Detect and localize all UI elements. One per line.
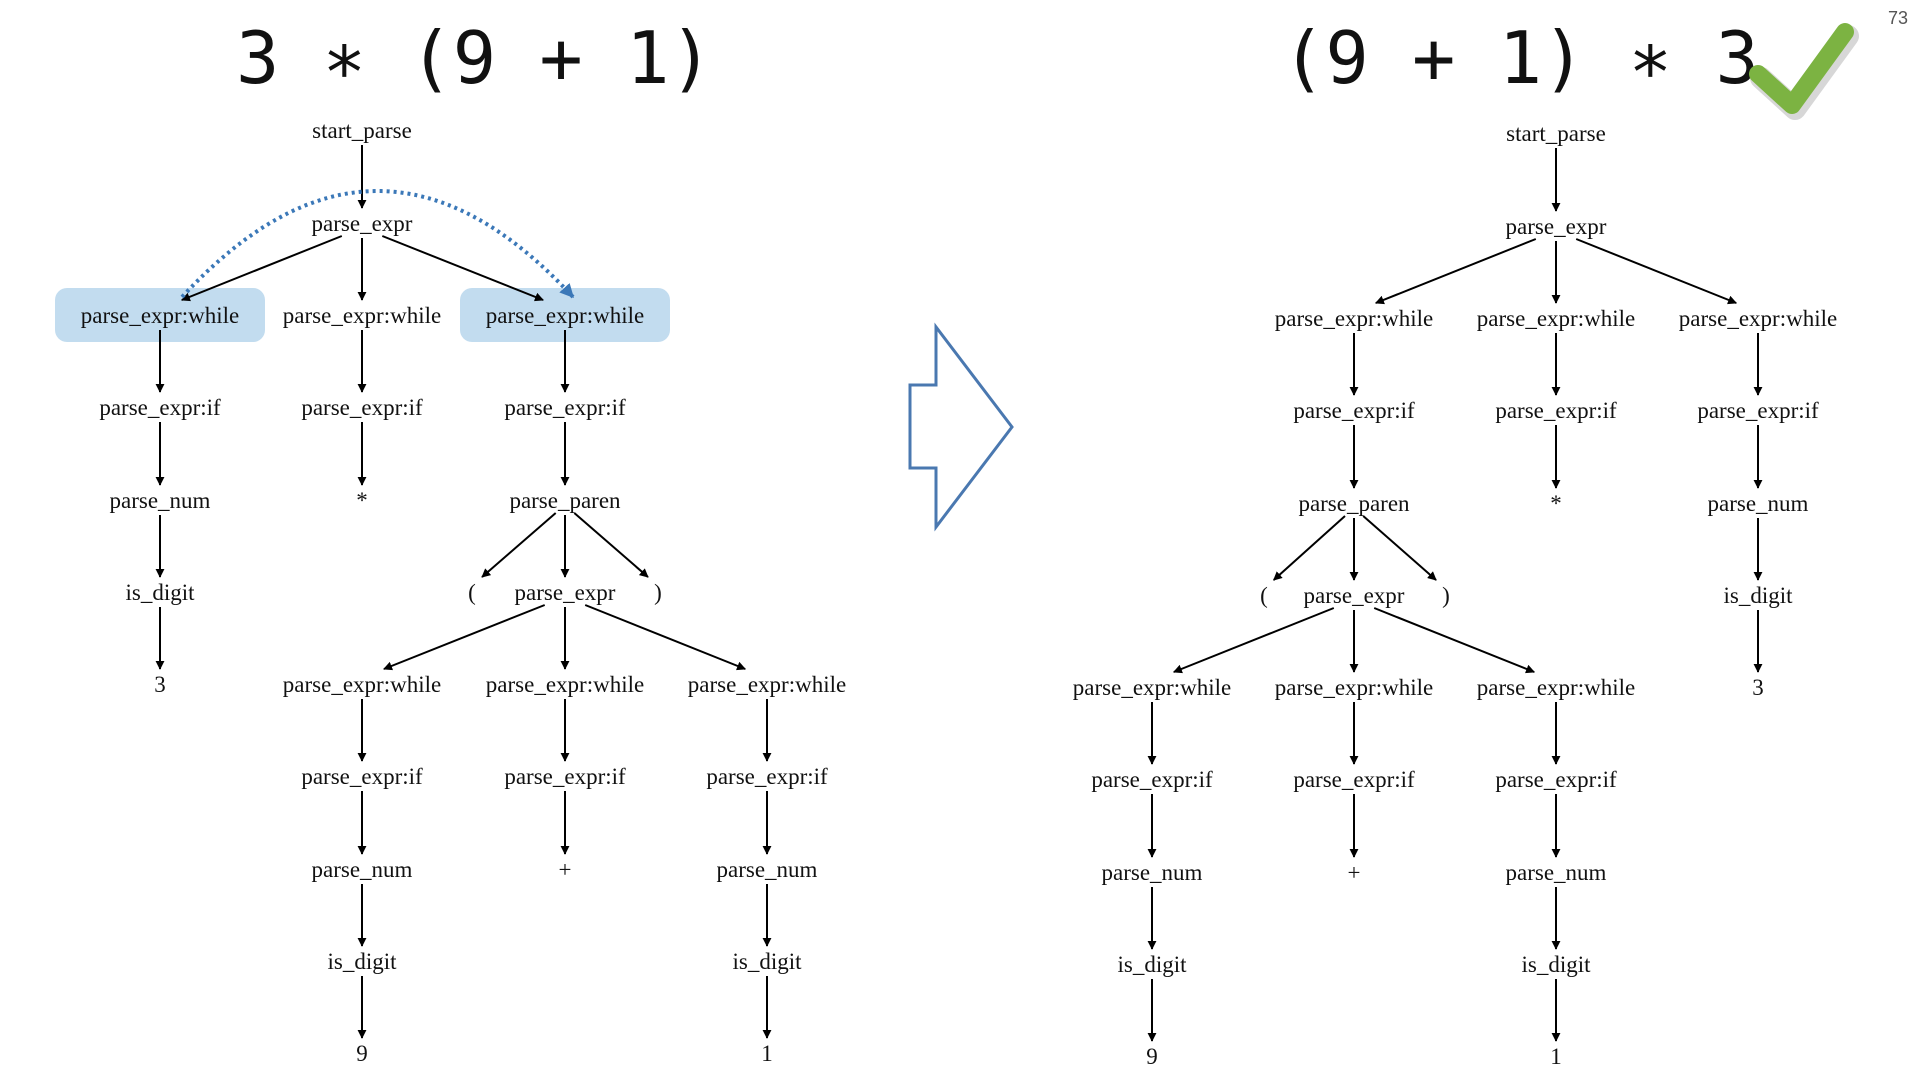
- tree-node-r25: +: [1348, 860, 1361, 885]
- tree-node-r11: *: [1550, 491, 1562, 516]
- tree-node-r18: parse_expr:while: [1275, 675, 1433, 700]
- tree-node-r17: parse_expr:while: [1073, 675, 1231, 700]
- tree-node-l12: parse_paren: [509, 488, 621, 513]
- swap-layer: [180, 189, 575, 299]
- tree-node-r10: parse_paren: [1298, 491, 1410, 516]
- tree-node-l28: is_digit: [732, 949, 802, 974]
- tree-node-r30: 1: [1550, 1044, 1562, 1069]
- tree-edge: [180, 235, 343, 302]
- tree-node-l15: parse_expr: [515, 580, 616, 605]
- tree-edge: [1362, 515, 1437, 581]
- tree-node-l30: 1: [761, 1041, 773, 1066]
- tree-node-r7: parse_expr:if: [1293, 398, 1415, 423]
- tree-node-r22: parse_expr:if: [1293, 767, 1415, 792]
- tree-edge: [1172, 607, 1335, 674]
- tree-node-l4: parse_expr:while: [81, 303, 239, 328]
- right-arrow-outline-icon: [908, 322, 1014, 532]
- tree-node-r28: is_digit: [1521, 952, 1591, 977]
- tree-node-l9: parse_expr:if: [504, 395, 626, 420]
- tree-node-l7: parse_expr:if: [99, 395, 221, 420]
- tree-node-l11: *: [356, 488, 368, 513]
- highlight-layer: [55, 288, 670, 342]
- tree-node-r15: ): [1442, 583, 1450, 608]
- tree-node-l8: parse_expr:if: [301, 395, 423, 420]
- tree-node-r21: parse_expr:if: [1091, 767, 1213, 792]
- tree-edge: [481, 512, 557, 578]
- tree-node-r19: parse_expr:while: [1477, 675, 1635, 700]
- tree-node-r24: parse_num: [1102, 860, 1203, 885]
- tree-edge: [1374, 238, 1537, 305]
- tree-node-l20: parse_expr:while: [688, 672, 846, 697]
- tree-node-l19: parse_expr:while: [486, 672, 644, 697]
- tree-edge: [573, 512, 649, 578]
- right-expression-title: (9 + 1) ∗ 3: [1282, 16, 1759, 100]
- tree-node-r16: is_digit: [1723, 583, 1793, 608]
- highlight-box-l6: [460, 288, 670, 342]
- tree-node-r13: (: [1260, 583, 1268, 608]
- tree-node-l6: parse_expr:while: [486, 303, 644, 328]
- left-expression-title: 3 ∗ (9 + 1): [236, 16, 713, 100]
- tree-node-r2: parse_expr: [1506, 214, 1607, 239]
- tree-node-l5: parse_expr:while: [283, 303, 441, 328]
- tree-node-l21: parse_expr:if: [301, 764, 423, 789]
- tree-node-l29: 9: [356, 1041, 368, 1066]
- slide-number: 73: [1887, 8, 1908, 28]
- tree-node-r1: start_parse: [1506, 121, 1606, 146]
- tree-edge: [381, 235, 544, 302]
- tree-node-l22: parse_expr:if: [504, 764, 626, 789]
- tree-node-r29: 9: [1146, 1044, 1158, 1069]
- tree-node-r12: parse_num: [1708, 491, 1809, 516]
- edge-layer: [155, 145, 1763, 1042]
- tree-node-r26: parse_num: [1506, 860, 1607, 885]
- tree-node-l18: parse_expr:while: [283, 672, 441, 697]
- highlight-box-l4: [55, 288, 265, 342]
- tree-node-r20: 3: [1752, 675, 1764, 700]
- tree-node-l26: parse_num: [717, 857, 818, 882]
- tree-node-l27: is_digit: [327, 949, 397, 974]
- tree-node-l13: is_digit: [125, 580, 195, 605]
- tree-node-r9: parse_expr:if: [1697, 398, 1819, 423]
- tree-edge: [1373, 607, 1536, 674]
- swap-arrow: [180, 189, 575, 299]
- tree-node-r27: is_digit: [1117, 952, 1187, 977]
- tree-node-l24: parse_num: [312, 857, 413, 882]
- tree-node-l17: 3: [154, 672, 166, 697]
- tree-node-l2: parse_expr: [312, 211, 413, 236]
- tree-node-l25: +: [559, 857, 572, 882]
- tree-node-r4: parse_expr:while: [1275, 306, 1433, 331]
- tree-node-r8: parse_expr:if: [1495, 398, 1617, 423]
- tree-node-l10: parse_num: [110, 488, 211, 513]
- tree-node-l16: ): [654, 580, 662, 605]
- tree-edge: [1575, 238, 1738, 305]
- tree-node-l23: parse_expr:if: [706, 764, 828, 789]
- tree-node-r6: parse_expr:while: [1679, 306, 1837, 331]
- tree-edge: [383, 604, 546, 671]
- tree-node-r14: parse_expr: [1304, 583, 1405, 608]
- tree-node-r23: parse_expr:if: [1495, 767, 1617, 792]
- checkmark-icon: [1749, 23, 1859, 120]
- tree-node-r5: parse_expr:while: [1477, 306, 1635, 331]
- tree-edge: [584, 604, 747, 671]
- tree-node-l14: (: [468, 580, 476, 605]
- tree-node-l1: start_parse: [312, 118, 412, 143]
- tree-edge: [1273, 515, 1346, 581]
